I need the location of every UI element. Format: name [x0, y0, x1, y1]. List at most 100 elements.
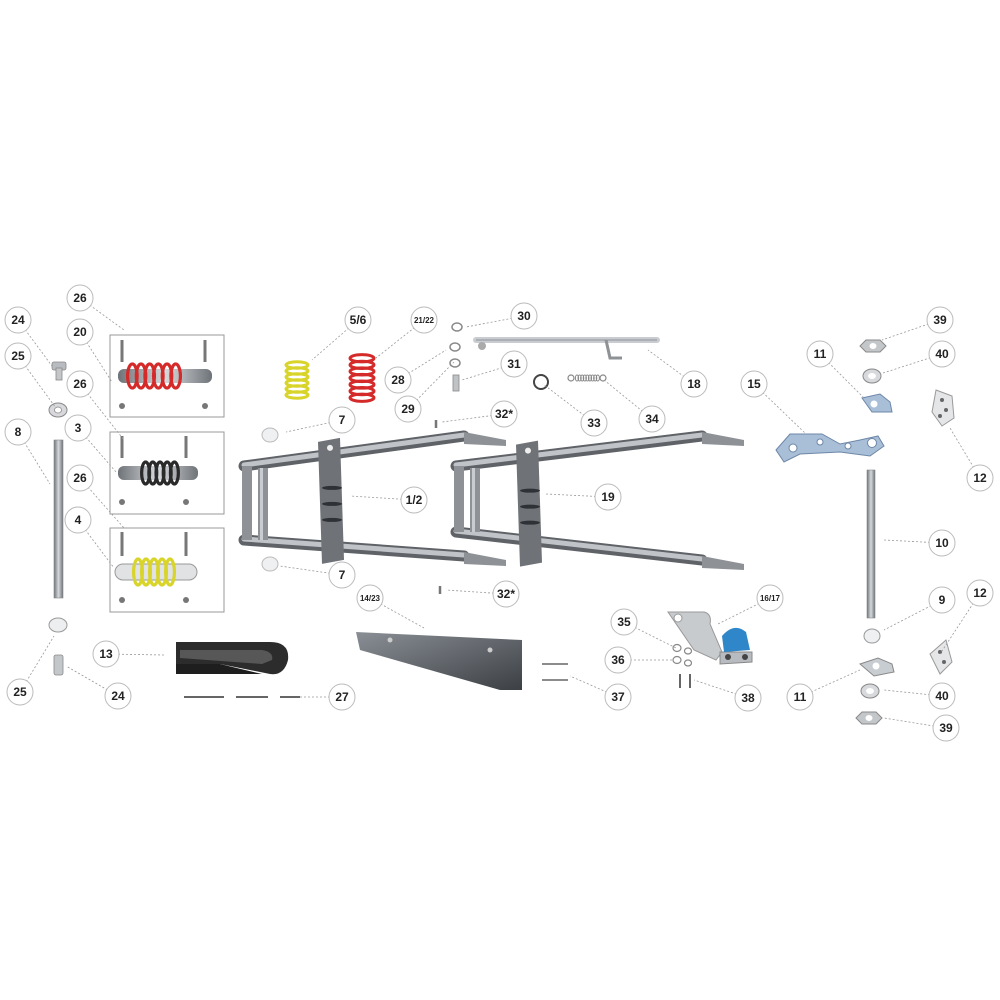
part-number-label: 29 — [401, 402, 415, 416]
part-number-label: 21/22 — [414, 316, 435, 325]
part-callout: 29 — [394, 395, 422, 423]
part-callout: 36 — [604, 646, 632, 674]
part-number-label: 12 — [973, 586, 987, 600]
callout-circle — [594, 483, 622, 511]
leader-line — [799, 669, 861, 698]
part-callout: 38 — [734, 684, 762, 712]
part-number-label: 40 — [935, 347, 949, 361]
callout-circle — [932, 714, 960, 742]
part-number-label: 8 — [15, 425, 22, 439]
part-number-label: 30 — [517, 309, 531, 323]
part-number-label: 36 — [611, 653, 625, 667]
callout-circle — [66, 284, 94, 312]
chain-adjuster-bracket-15 — [775, 433, 885, 463]
callout-circle — [66, 370, 94, 398]
shock-box-red — [109, 334, 225, 418]
leader-line — [17, 355, 57, 409]
brake-rod-18 — [473, 337, 660, 360]
callout-circle — [410, 306, 438, 334]
part-number-label: 25 — [11, 349, 25, 363]
part-callout: 40 — [928, 682, 956, 710]
part-number-label: 12 — [973, 471, 987, 485]
leader-line — [542, 383, 595, 424]
axle-rod-8 — [53, 439, 64, 599]
part-callout: 39 — [932, 714, 960, 742]
callout-circle — [966, 464, 994, 492]
callout-circle — [928, 586, 956, 614]
part-callout: 7 — [328, 406, 356, 434]
part-callout: 27 — [328, 683, 356, 711]
callout-circle — [806, 340, 834, 368]
part-callout: 26 — [66, 284, 94, 312]
part-callout: 12 — [966, 464, 994, 492]
part-number-label: 7 — [339, 413, 346, 427]
callout-circle — [328, 561, 356, 589]
part-number-label: 11 — [814, 347, 827, 361]
part-callout: 12 — [966, 579, 994, 607]
part-number-label: 24 — [11, 313, 25, 327]
callout-circle — [966, 579, 994, 607]
part-callout: 4 — [64, 506, 92, 534]
callout-circle — [926, 306, 954, 334]
shock-absorber-black — [118, 436, 198, 505]
part-number-label: 1/2 — [406, 493, 423, 507]
part-callout: 9 — [928, 586, 956, 614]
callout-circle — [104, 682, 132, 710]
part-callout: 25 — [4, 342, 32, 370]
small-washers — [449, 322, 549, 392]
callout-circle — [510, 302, 538, 330]
bushing-7-top — [261, 427, 279, 443]
leader-line — [883, 717, 947, 729]
leader-line — [79, 477, 125, 529]
part-callout: 26 — [66, 464, 94, 492]
small-screws — [434, 420, 442, 594]
part-number-label: 13 — [99, 647, 113, 661]
part-callout: 11 — [806, 340, 834, 368]
callout-circle — [4, 306, 32, 334]
callout-circle — [394, 395, 422, 423]
part-callout: 33 — [580, 409, 608, 437]
part-number-label: 25 — [13, 685, 27, 699]
part-number-label: 39 — [939, 721, 953, 735]
left-hardware — [48, 361, 68, 676]
callout-circle — [400, 486, 428, 514]
spring-yellow-5-6 — [284, 360, 310, 400]
leader-line — [407, 361, 455, 410]
part-number-label: 5/6 — [350, 313, 367, 327]
part-number-label: 37 — [611, 690, 625, 704]
part-number-label: 10 — [935, 536, 949, 550]
skid-plate-14-23 — [356, 632, 522, 690]
part-number-label: 34 — [645, 412, 659, 426]
part-number-label: 16/17 — [760, 594, 781, 603]
part-number-label: 3 — [75, 421, 82, 435]
part-number-label: 27 — [335, 690, 349, 704]
shock-absorber-boxes — [109, 334, 225, 613]
part-number-label: 14/23 — [360, 594, 381, 603]
callout-circle — [4, 418, 32, 446]
part-number-label: 11 — [794, 690, 807, 704]
part-callout: 8 — [4, 418, 32, 446]
callout-circle — [756, 584, 784, 612]
part-callout: 34 — [638, 405, 666, 433]
callout-circle — [490, 400, 518, 428]
part-number-label: 18 — [687, 377, 701, 391]
part-callout: 19 — [594, 483, 622, 511]
callout-circle — [680, 370, 708, 398]
callout-circle — [328, 406, 356, 434]
axle-rod-10 — [866, 469, 876, 619]
leader-line — [441, 413, 505, 423]
part-callout: 40 — [928, 340, 956, 368]
swing-arm-frame-1-2 — [238, 430, 506, 566]
part-number-label: 38 — [741, 691, 755, 705]
part-callout: 24 — [4, 306, 32, 334]
part-number-label: 33 — [587, 416, 601, 430]
callout-circle — [604, 646, 632, 674]
callout-circle — [66, 464, 94, 492]
leader-line — [349, 495, 415, 501]
leader-line — [883, 599, 943, 631]
part-callout: 32* — [492, 580, 520, 608]
bushing-7-bottom — [261, 556, 279, 572]
right-hardware-bottom — [855, 628, 953, 725]
